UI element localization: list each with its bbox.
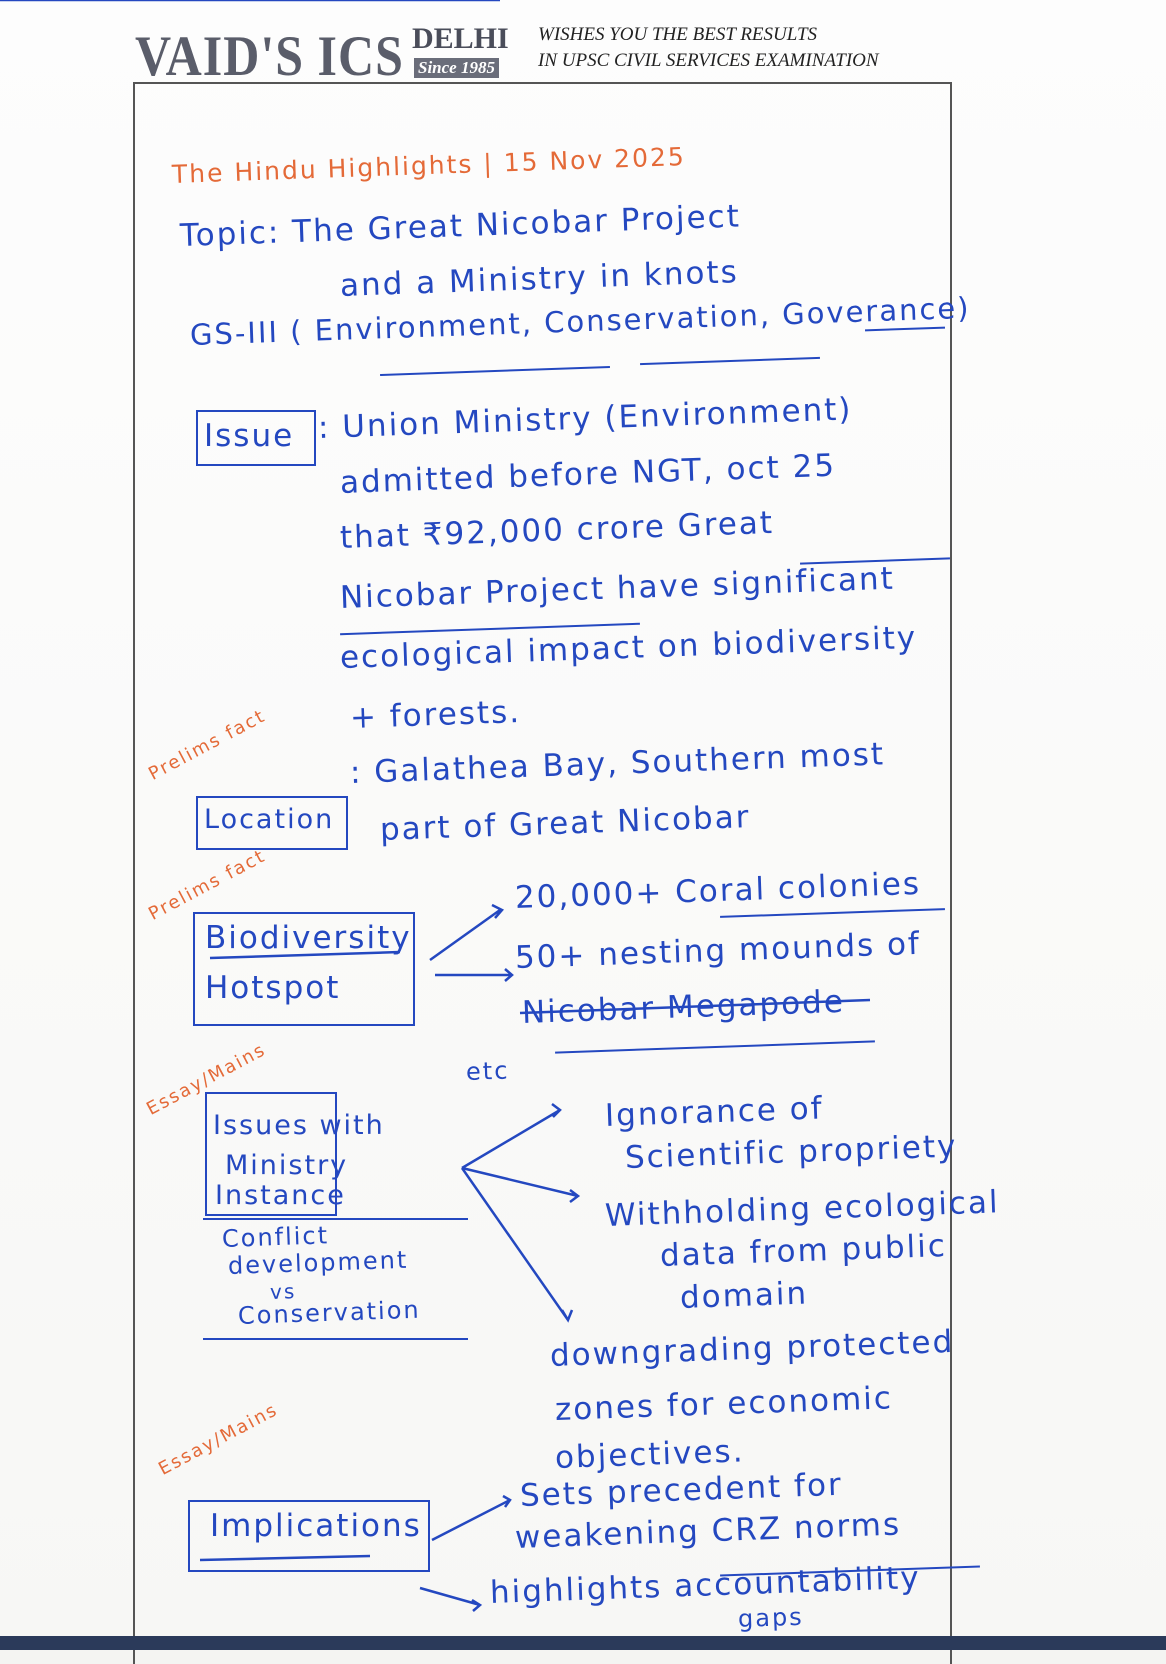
issues-label: Issues with [213,1110,385,1141]
logo: VAID'S ICS [135,23,404,88]
issue-label: Issue [204,418,295,454]
logo-city: DELHI [412,22,509,55]
arrow-icon [419,1586,483,1612]
issues-label: Instance [215,1180,346,1211]
biodiversity-label: Hotspot [205,970,341,1006]
arrow-icon [461,1166,581,1203]
desk-edge [0,1636,1166,1650]
tagline-1: WISHES YOU THE BEST RESULTS [538,24,818,45]
page-frame [133,82,952,1664]
biodiversity-label: Biodiversity [205,920,412,956]
issues-box [205,1092,337,1216]
location-label: Location [204,804,335,835]
tagline-2: IN UPSC CIVIL SERVICES EXAMINATION [538,50,879,71]
arrow-icon [431,1494,512,1542]
implications-label: Implications [210,1508,422,1544]
arrow-icon [460,1167,574,1323]
arrow-icon [429,903,505,962]
arrow-icon [461,1103,562,1170]
implications-box [188,1500,430,1572]
issues-label: Ministry [225,1150,349,1181]
conflict-bracket [203,1218,468,1340]
issue-box [196,410,316,466]
since-badge: Since 1985 [414,58,499,78]
location-box [196,796,348,850]
arrow-icon [435,968,514,982]
biodiversity-box [193,912,415,1026]
